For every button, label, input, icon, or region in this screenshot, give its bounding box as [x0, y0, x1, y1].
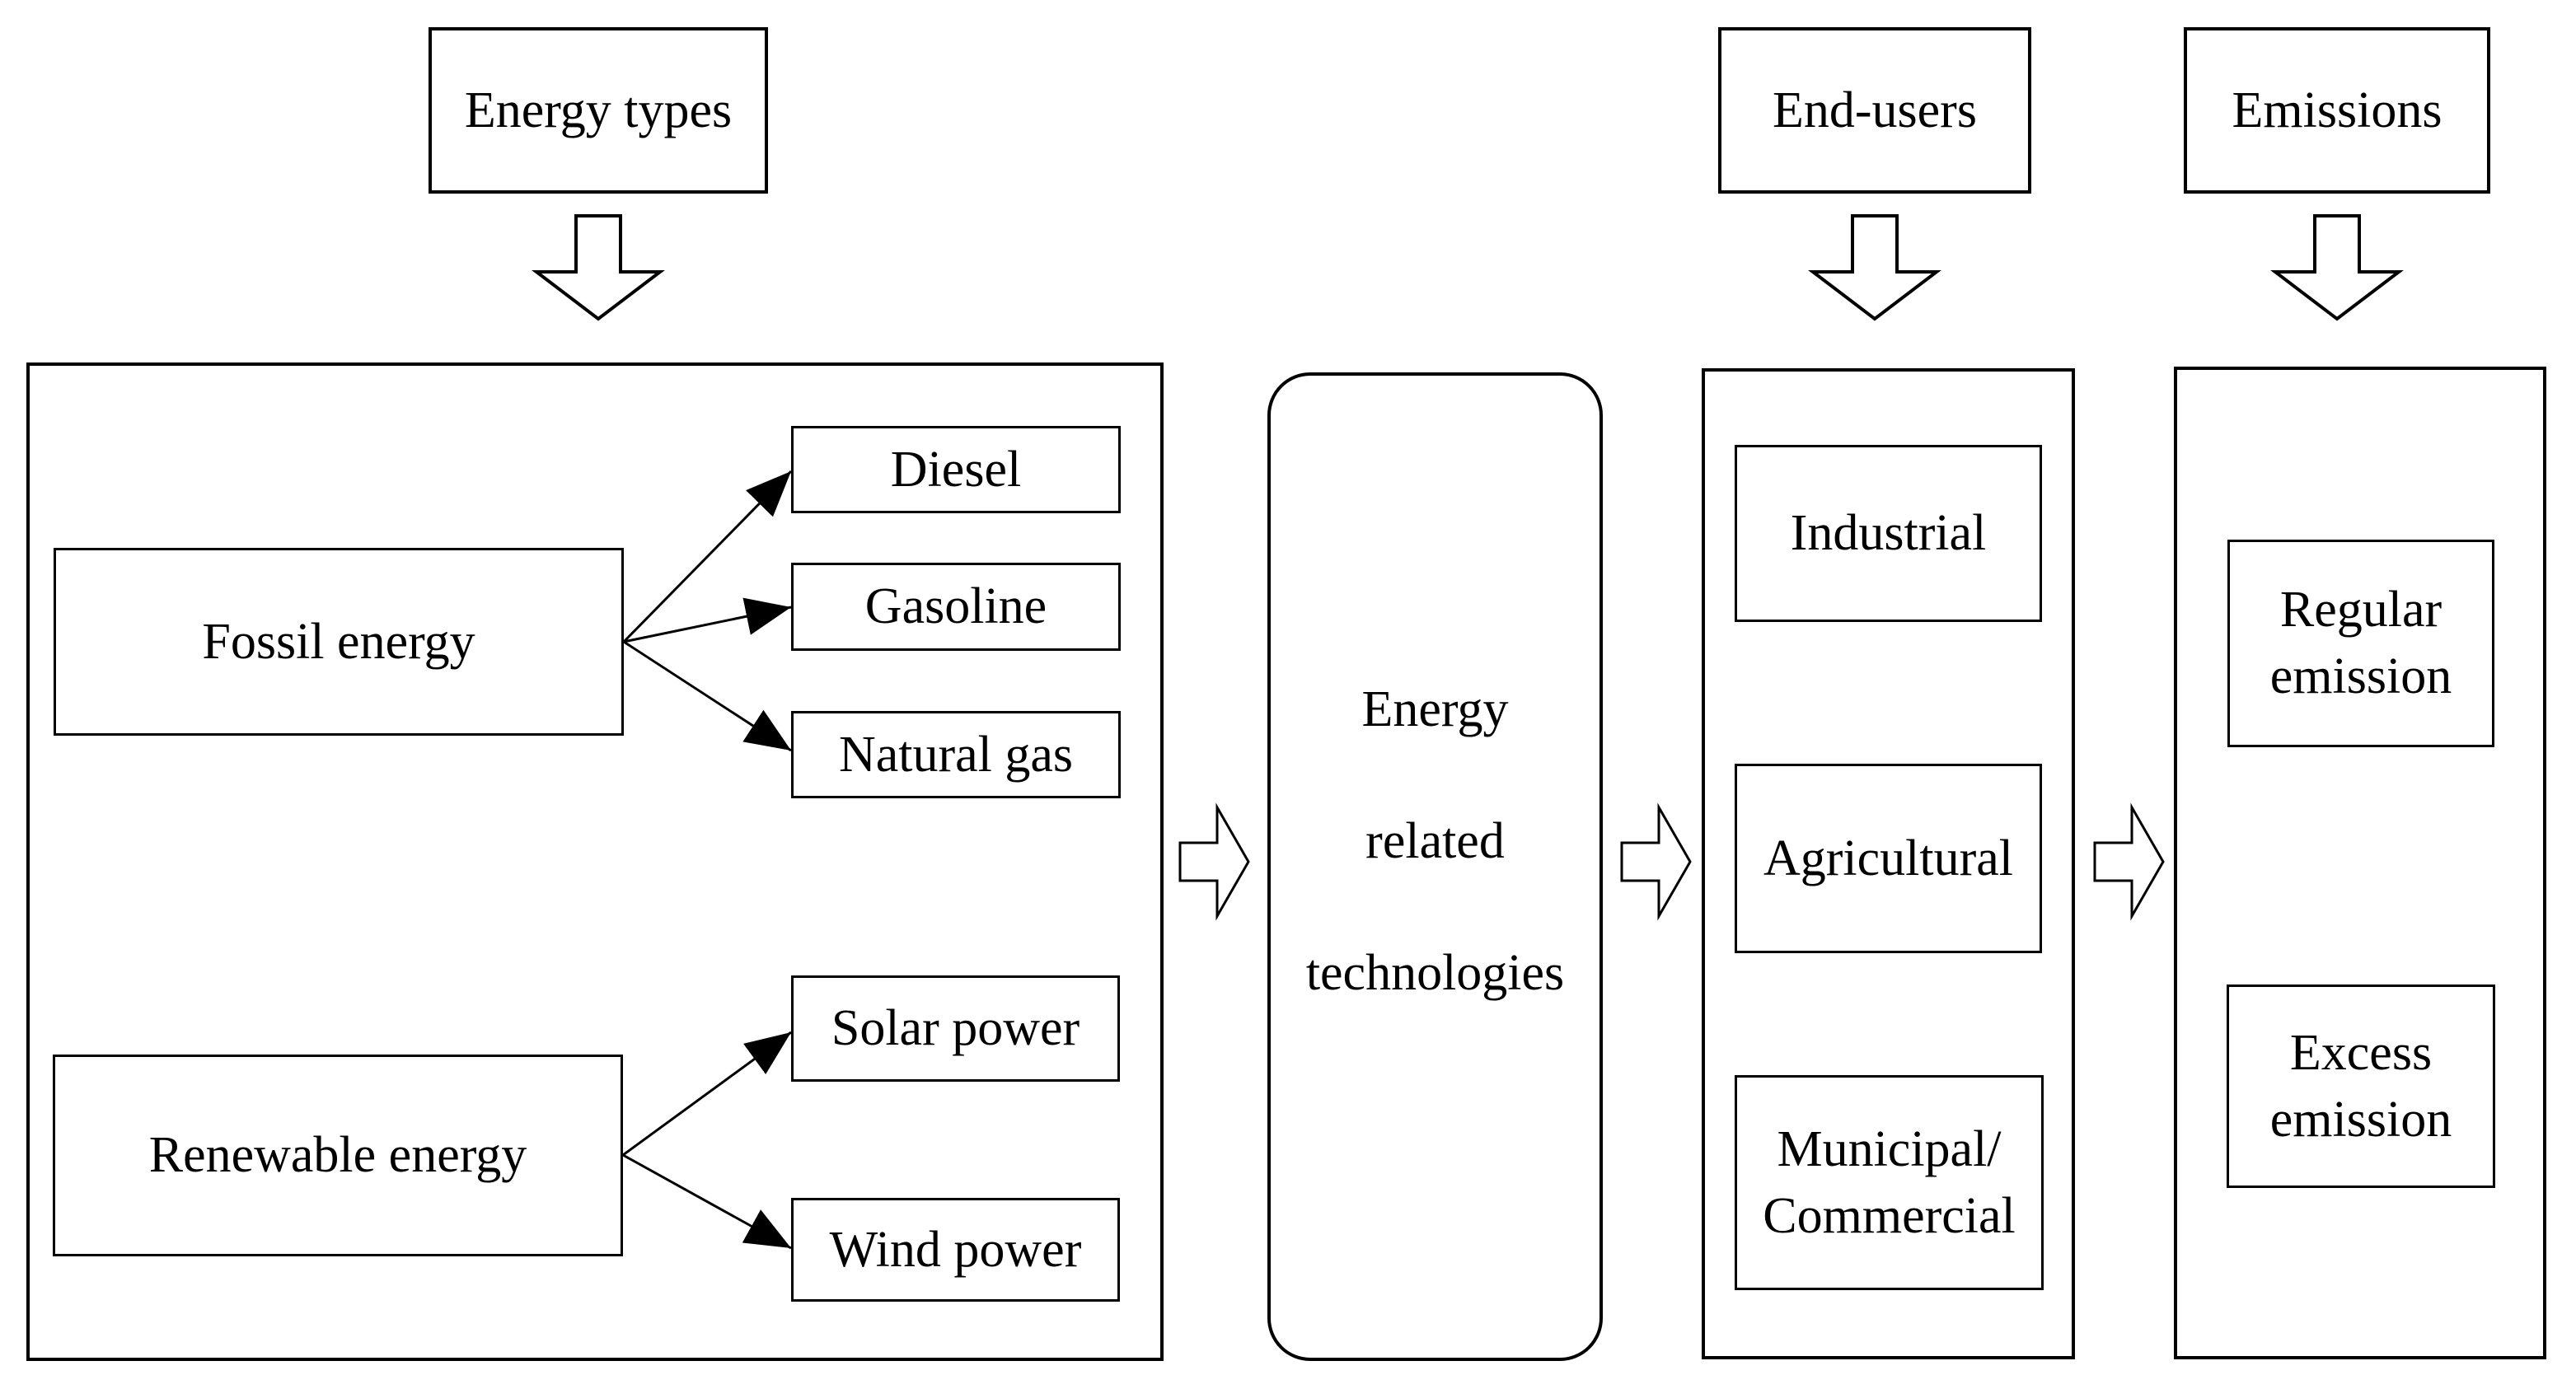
excess-emission-box: Excess emission: [2227, 984, 2495, 1188]
energy-types-down-arrow-icon: [535, 214, 662, 320]
wind-power-label: Wind power: [829, 1221, 1082, 1278]
end-users-box: End-users: [1718, 27, 2031, 194]
technologies-label-line1: Energy: [1361, 681, 1509, 737]
emissions-down-arrow-icon: [2274, 214, 2400, 320]
energy-types-label: Energy types: [464, 82, 733, 138]
agricultural-box: Agricultural: [1735, 764, 2042, 953]
agricultural-label: Agricultural: [1763, 830, 2013, 886]
emissions-box: Emissions: [2184, 27, 2490, 194]
natural-gas-label: Natural gas: [838, 726, 1074, 783]
endusers-to-emissions-arrow-icon: [2093, 806, 2165, 918]
technologies-label-line2: related: [1365, 813, 1505, 869]
municipal-label-line1: Municipal/: [1777, 1120, 2002, 1177]
solar-power-box: Solar power: [791, 975, 1120, 1082]
fossil-energy-label: Fossil energy: [202, 613, 475, 670]
regular-emission-label-line1: Regular: [2279, 582, 2443, 638]
technologies-panel: Energy related technologies: [1267, 372, 1603, 1361]
industrial-box: Industrial: [1735, 445, 2042, 622]
gasoline-box: Gasoline: [791, 563, 1121, 651]
renewable-energy-label: Renewable energy: [148, 1127, 527, 1184]
industrial-label: Industrial: [1790, 505, 1987, 562]
municipal-label-line2: Commercial: [1763, 1187, 2016, 1244]
excess-emission-label-line2: emission: [2269, 1091, 2452, 1148]
emissions-label: Emissions: [2232, 82, 2443, 138]
diesel-label: Diesel: [890, 441, 1022, 498]
renewable-energy-box: Renewable energy: [53, 1055, 623, 1256]
regular-emission-box: Regular emission: [2227, 540, 2494, 747]
emissions-panel: [2174, 367, 2546, 1359]
natural-gas-box: Natural gas: [791, 711, 1121, 798]
end-users-label: End-users: [1773, 82, 1977, 138]
excess-emission-label-line1: Excess: [2289, 1024, 2433, 1081]
municipal-commercial-box: Municipal/ Commercial: [1735, 1075, 2044, 1290]
fossil-energy-box: Fossil energy: [54, 548, 624, 736]
technology-to-endusers-arrow-icon: [1620, 806, 1692, 918]
technologies-label-line3: technologies: [1305, 945, 1565, 1001]
energy-to-technology-arrow-icon: [1178, 806, 1250, 918]
wind-power-box: Wind power: [791, 1198, 1120, 1302]
solar-power-label: Solar power: [831, 1000, 1080, 1057]
diesel-box: Diesel: [791, 426, 1121, 513]
end-users-down-arrow-icon: [1811, 214, 1938, 320]
regular-emission-label-line2: emission: [2269, 648, 2452, 704]
gasoline-label: Gasoline: [864, 578, 1047, 635]
energy-types-box: Energy types: [429, 27, 768, 194]
